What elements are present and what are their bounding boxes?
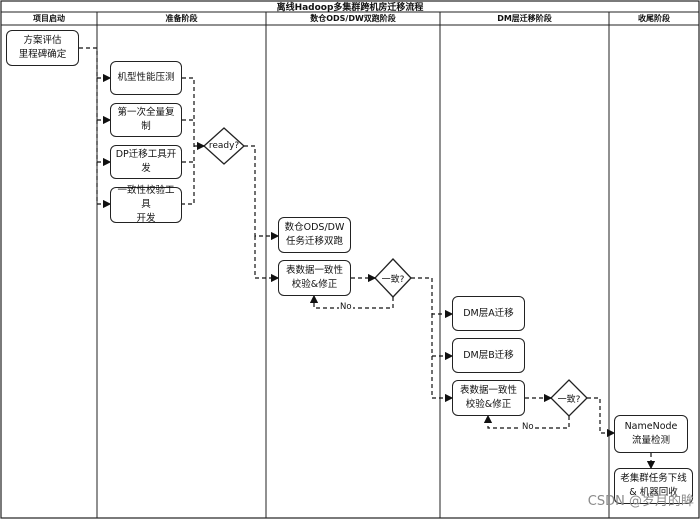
lane-title-dm-migration: DM层迁移阶段 — [497, 14, 552, 23]
decision-ready-diamond — [203, 127, 245, 165]
edge-plan-checktool — [96, 162, 112, 209]
edge-plan-copy — [96, 78, 112, 125]
lane-title-kickoff: 项目启动 — [33, 14, 65, 23]
edge-dm-b — [431, 314, 454, 361]
csdn-watermark: CSDN @岁月的眸 — [587, 494, 694, 509]
node-dm-b: DM层B迁移 — [452, 338, 525, 373]
edge-consistent2-namenode — [587, 397, 616, 438]
node-plan: 方案评估 里程碑确定 — [6, 30, 79, 66]
edge-label-no-1: No — [339, 302, 353, 312]
edge-label-no-2: No — [521, 422, 535, 432]
diagram-title: 离线Hadoop多集群跨机房迁移流程 — [276, 3, 424, 13]
edge-ready-verify1 — [254, 236, 280, 283]
lane-title-prep: 准备阶段 — [165, 14, 198, 23]
node-verify-2: 表数据一致性 校验&修正 — [452, 380, 525, 416]
edge-dm-verify2 — [431, 356, 454, 403]
decision-ready-label: ready? — [208, 141, 240, 151]
edge-consistent1-no — [309, 294, 394, 309]
node-full-copy: 第一次全量复制 — [110, 103, 182, 137]
node-dp-tool: DP迁移工具开发 — [110, 145, 182, 179]
node-namenode-check: NameNode 流量检测 — [614, 415, 688, 453]
node-verify-1: 表数据一致性 校验&修正 — [278, 260, 351, 296]
edge-plan-dp — [96, 120, 112, 167]
node-ods-dual-run: 数仓ODS/DW 任务迁移双跑 — [278, 217, 351, 253]
lane-title-dual-run: 数仓ODS/DW双跑阶段 — [310, 14, 396, 23]
lane-title-wrapup: 收尾阶段 — [638, 14, 670, 23]
decision-consistent1-label: 一致? — [381, 274, 405, 285]
node-old-cluster-offline: 老集群任务下线 & 机器回收 — [614, 468, 693, 504]
edge-ready-ods — [244, 145, 280, 241]
node-dm-a: DM层A迁移 — [452, 296, 525, 331]
node-check-tool: 一致性校验工具 开发 — [110, 185, 182, 224]
node-perf-test: 机型性能压测 — [110, 61, 182, 95]
decision-consistent2-label: 一致? — [557, 394, 581, 405]
edge-consistent1-dm — [411, 277, 454, 319]
edge-plan-fanout — [79, 47, 98, 78]
edge-perf-merge — [182, 77, 195, 205]
